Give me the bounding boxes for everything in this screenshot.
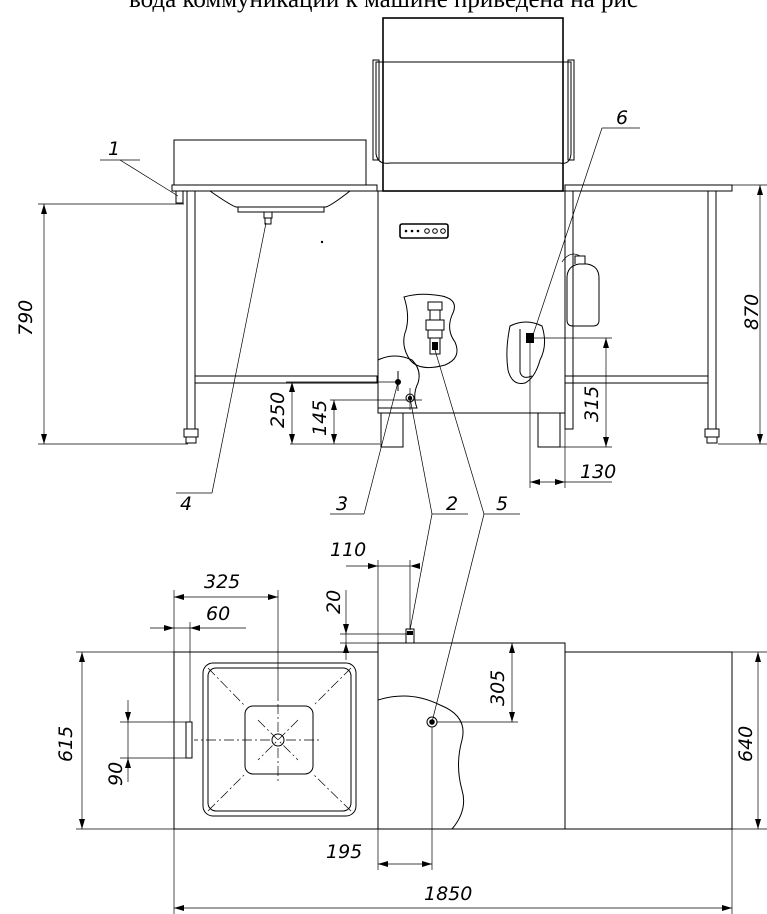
dim-250: 250 bbox=[267, 392, 289, 428]
top-dimension-lines bbox=[76, 560, 767, 914]
left-sink-table bbox=[171, 139, 378, 444]
callout-4: 4 bbox=[180, 493, 192, 515]
dim-110: 110 bbox=[330, 539, 366, 561]
dishwasher bbox=[372, 17, 575, 448]
dim-640: 640 bbox=[735, 726, 757, 762]
callout-2: 2 bbox=[446, 493, 458, 515]
dim-325: 325 bbox=[204, 571, 240, 593]
front-dimension-lines bbox=[38, 127, 767, 723]
caption-text: вода коммуникаций к машине приведена на … bbox=[0, 0, 767, 14]
top-view: 325 60 110 20 305 615 640 90 195 1850 bbox=[55, 539, 767, 914]
dim-60: 60 bbox=[206, 603, 230, 625]
dim-195: 195 bbox=[326, 841, 362, 863]
dim-20: 20 bbox=[323, 590, 345, 614]
dim-130: 130 bbox=[580, 461, 616, 483]
callout-1: 1 bbox=[108, 138, 120, 160]
callout-5: 5 bbox=[496, 493, 508, 515]
callout-3: 3 bbox=[336, 493, 348, 515]
dim-790: 790 bbox=[15, 300, 37, 336]
front-dimension-labels: 790 870 250 145 315 130 1 4 3 2 5 6 bbox=[15, 107, 763, 515]
dim-145: 145 bbox=[309, 400, 331, 436]
dim-90: 90 bbox=[105, 762, 127, 786]
dim-615: 615 bbox=[55, 726, 77, 762]
dim-870: 870 bbox=[741, 294, 763, 330]
dim-315: 315 bbox=[581, 386, 603, 422]
top-dimension-labels: 325 60 110 20 305 615 640 90 195 1850 bbox=[55, 539, 757, 905]
dim-305: 305 bbox=[487, 670, 509, 706]
right-table bbox=[561, 184, 733, 444]
callout-6: 6 bbox=[616, 107, 628, 129]
front-view: 790 870 250 145 315 130 1 4 3 2 5 6 bbox=[15, 17, 767, 723]
dim-1850: 1850 bbox=[424, 883, 472, 905]
